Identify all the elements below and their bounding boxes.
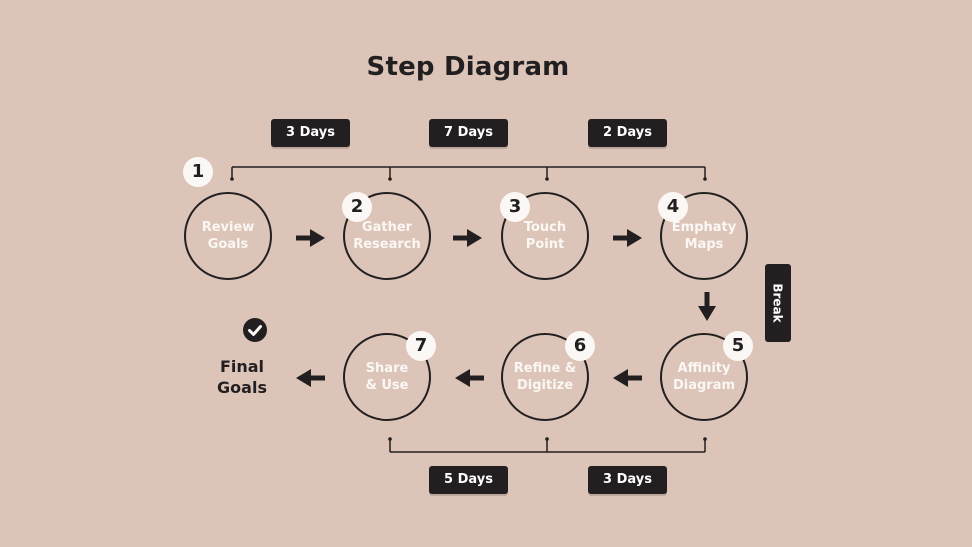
break-label: Break <box>771 283 785 323</box>
duration-pill: 5 Days <box>429 466 508 494</box>
arrow-right-icon <box>453 229 482 247</box>
duration-pill: 3 Days <box>271 119 350 147</box>
duration-pill: 3 Days <box>588 466 667 494</box>
step-label: Affinity Diagram <box>672 361 736 393</box>
step-circle: Gather Research <box>343 192 431 280</box>
step-label: Touch Point <box>523 220 567 252</box>
arrow-right-icon <box>613 229 642 247</box>
arrow-left-icon <box>455 369 484 387</box>
step-number-badge: 3 <box>500 192 530 222</box>
step-number-badge: 5 <box>723 331 753 361</box>
duration-pill: 2 Days <box>588 119 667 147</box>
step-label: Refine & Digitize <box>513 361 577 393</box>
step-number-badge: 7 <box>406 331 436 361</box>
check-circle-icon <box>243 318 267 342</box>
step-label: Gather Research <box>353 220 421 252</box>
final-goals-label: Final Goals <box>217 357 267 397</box>
arrow-right-icon <box>296 229 325 247</box>
step-label: Emphaty Maps <box>671 220 737 252</box>
step-circle: Touch Point <box>501 192 589 280</box>
step-label: Review Goals <box>201 220 255 252</box>
step-number-badge: 6 <box>565 331 595 361</box>
arrow-left-icon <box>296 369 325 387</box>
diagram-title: Step Diagram <box>366 52 570 82</box>
step-number-badge: 4 <box>658 192 688 222</box>
step-number-badge: 1 <box>183 157 213 187</box>
step-circle: Review Goals <box>184 192 272 280</box>
step-circle: Affinity Diagram <box>660 333 748 421</box>
arrow-left-icon <box>613 369 642 387</box>
duration-pill: 7 Days <box>429 119 508 147</box>
step-number-badge: 2 <box>342 192 372 222</box>
arrow-down-icon <box>698 292 716 321</box>
step-circle: Emphaty Maps <box>660 192 748 280</box>
break-tab: Break <box>765 264 791 342</box>
step-circle: Share & Use <box>343 333 431 421</box>
step-circle: Refine & Digitize <box>501 333 589 421</box>
step-label: Share & Use <box>365 361 409 393</box>
